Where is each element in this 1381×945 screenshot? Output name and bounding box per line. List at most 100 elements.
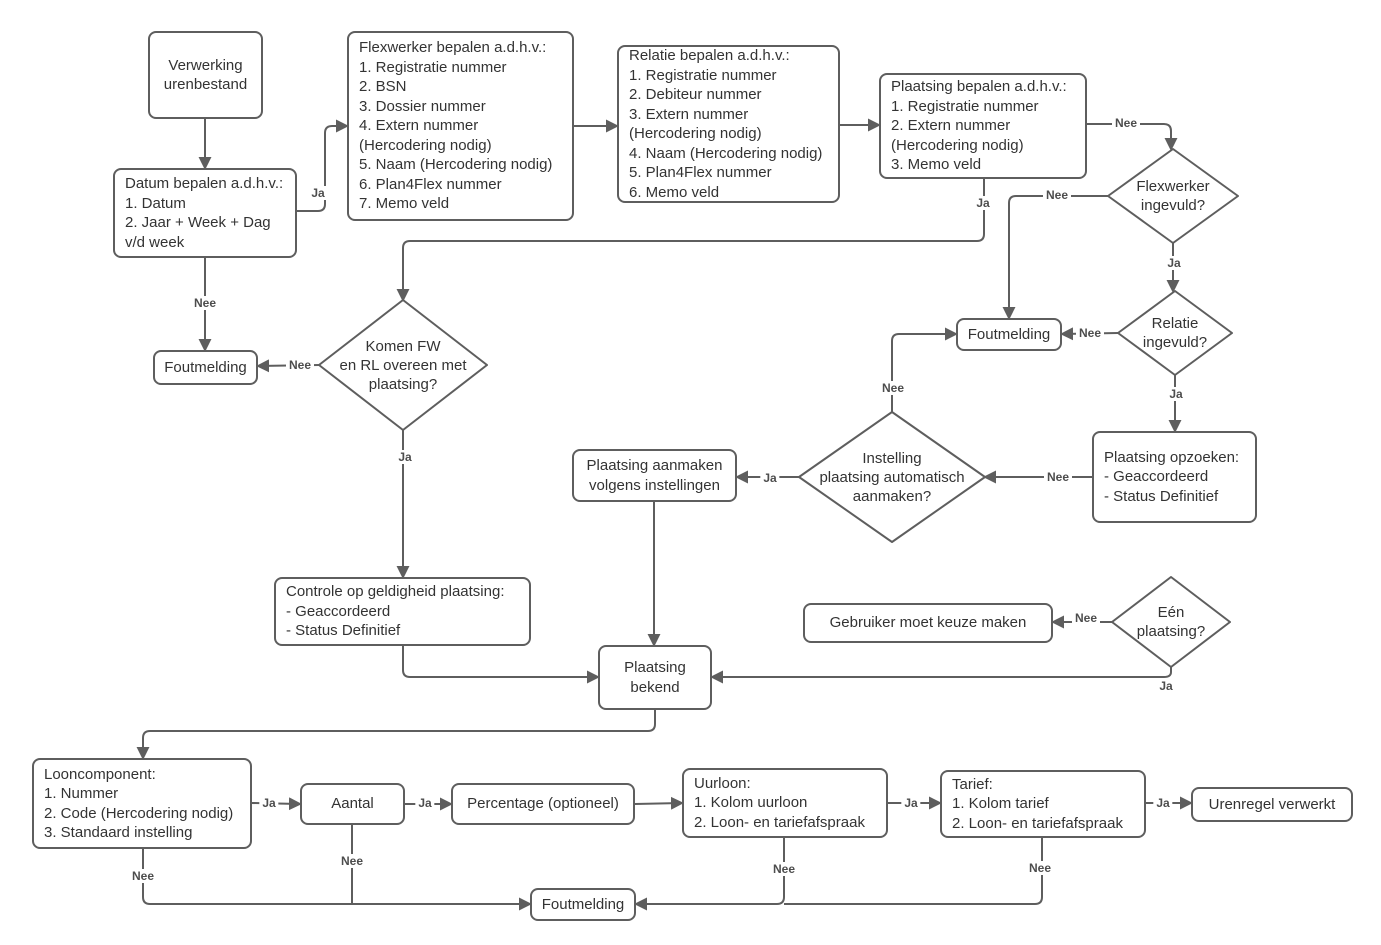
node-text-line: - Geaccordeerd: [1104, 468, 1209, 486]
node-flexwerker-ingevuld-shape: [1107, 148, 1239, 244]
edge-label-nee: Nee: [190, 296, 220, 310]
node-text-line: 2. Debiteur nummer: [629, 86, 762, 103]
edge-bekend-naar-looncomponent: [136, 710, 656, 760]
node-text-line: 5. Plan4Flex nummer: [629, 164, 772, 181]
node-instelling-automatisch-shape: [798, 411, 986, 543]
edge-label-nee: Nee: [1075, 326, 1105, 340]
edge-label-ja: Ja: [901, 796, 921, 810]
edge-controle-naar-bekend: [402, 646, 600, 684]
node-text-line: 1. Datum: [125, 194, 186, 212]
node-text-line: 1. Registratie nummer: [629, 66, 777, 84]
node-een-plaatsing-shape: [1111, 576, 1231, 668]
node-text-line: 1. Registratie nummer: [359, 58, 507, 76]
node-flexwerker-bepalen: Flexwerker bepalen a.d.h.v.:1. Registrat…: [347, 31, 574, 221]
edge-instelling-nee-naar-foutmelding: [891, 327, 958, 412]
node-plaatsing-bepalen: Plaatsing bepalen a.d.h.v.:1. Registrati…: [879, 73, 1087, 179]
node-text-line: 6. Plan4Flex nummer: [359, 175, 502, 193]
node-text-line: Tarief:: [952, 775, 993, 793]
edge-label-ja: Ja: [259, 796, 279, 810]
edge-een-plaatsing-ja: [710, 667, 1172, 684]
edge-label-nee: Nee: [878, 381, 908, 395]
node-text-line: 2. Extern nummer: [891, 117, 1011, 135]
edge-label-nee: Nee: [1025, 861, 1055, 875]
node-text-line: 4. Extern nummer: [359, 117, 479, 135]
node-text-line: Foutmelding: [967, 325, 1051, 343]
node-percentage: Percentage (optioneel): [451, 783, 635, 825]
node-text-line: Verwerking: [168, 56, 243, 74]
edge-label-nee: Nee: [337, 854, 367, 868]
diamond-group: [318, 148, 1239, 668]
node-controle-geldigheid: Controle op geldigheid plaatsing:- Geacc…: [274, 577, 531, 646]
node-text-line: 2. Jaar + Week + Dag: [125, 214, 271, 231]
edge-label-nee: Nee: [1043, 470, 1073, 484]
node-text-line: Foutmelding: [541, 895, 625, 913]
edge-label-nee: Nee: [1042, 188, 1072, 202]
node-text-line: Aantal: [331, 795, 374, 813]
node-text-line: (Hercodering nodig): [359, 136, 492, 154]
node-text-line: - Status Definitief: [286, 622, 401, 640]
edge-label-nee: Nee: [769, 862, 799, 876]
node-foutmelding-links: Foutmelding: [153, 350, 258, 385]
edge-tarief-nee: [784, 838, 1043, 905]
node-text-line: 3. Dossier nummer: [359, 97, 486, 115]
edge-percentage-naar-uurloon: [634, 796, 684, 810]
node-text-line: 6. Memo veld: [629, 183, 720, 201]
edge-label-ja: Ja: [415, 796, 435, 810]
node-text-line: 2. Loon- en tariefafspraak: [694, 813, 865, 831]
node-text-line: 4. Naam (Hercodering nodig): [629, 144, 823, 162]
edge-label-nee: Nee: [128, 869, 158, 883]
node-verwerking-urenbestand: Verwerking urenbestand: [148, 31, 263, 119]
node-text-line: 3. Extern nummer: [629, 105, 749, 123]
edge-label-ja: Ja: [395, 450, 415, 464]
node-text-line: 1. Kolom tarief: [952, 795, 1049, 813]
edge-label-ja: Ja: [1153, 796, 1173, 810]
edge-looncomponent-nee: [142, 849, 532, 911]
node-text-line: Plaatsing aanmaken: [586, 457, 723, 474]
node-relatie-bepalen: Relatie bepalen a.d.h.v.: 1. Registratie …: [617, 45, 840, 203]
node-text-line: 1. Registratie nummer: [891, 97, 1039, 115]
node-text-line: Relatie bepalen a.d.h.v.:: [629, 47, 790, 64]
edge-plaatsing-ja-naar-komen-fw: [396, 179, 985, 302]
node-text-line: Plaatsing: [624, 659, 686, 676]
edge-label-ja: Ja: [1164, 256, 1184, 270]
edge-label-ja: Ja: [308, 186, 328, 200]
node-text-line: Flexwerker bepalen a.d.h.v.:: [359, 39, 547, 57]
node-komen-fw-rl-overeen-shape: [318, 299, 488, 431]
node-text-line: urenbestand: [163, 76, 248, 93]
edge-label-ja: Ja: [760, 471, 780, 485]
node-text-line: - Geaccordeerd: [286, 602, 391, 620]
edge-label-ja: Ja: [1156, 679, 1176, 693]
node-text-line: 7. Memo veld: [359, 195, 450, 213]
node-foutmelding-onder: Foutmelding: [530, 888, 636, 921]
node-text-line: 2. BSN: [359, 78, 407, 96]
node-text-line: v/d week: [125, 233, 185, 251]
node-text-line: 5. Naam (Hercodering nodig): [359, 156, 553, 174]
node-text-line: volgens instellingen: [589, 476, 720, 494]
node-text-line: Percentage (optioneel): [467, 795, 619, 813]
edge-label-ja: Ja: [1166, 387, 1186, 401]
node-foutmelding-rechts: Foutmelding: [956, 318, 1062, 351]
node-text-line: 3. Standaard instelling: [44, 824, 193, 841]
node-urenregel-verwerkt: Urenregel verwerkt: [1191, 787, 1353, 822]
node-text-line: 3. Memo veld: [891, 156, 982, 174]
edge-label-nee: Nee: [1111, 116, 1141, 130]
node-relatie-ingevuld-shape: [1117, 290, 1233, 376]
edge-label-ja: Ja: [973, 196, 993, 210]
node-text-line: 1. Kolom uurloon: [694, 794, 808, 812]
edge-label-nee: Nee: [285, 358, 315, 372]
node-text-line: (Hercodering nodig): [629, 125, 762, 142]
node-gebruiker-keuze: Gebruiker moet keuze maken: [803, 603, 1053, 643]
node-text-line: 2. Loon- en tariefafspraak: [952, 814, 1123, 832]
edge-label-nee: Nee: [1071, 611, 1101, 625]
node-text-line: Foutmelding: [164, 358, 247, 376]
node-text-line: Plaatsing opzoeken:: [1104, 448, 1240, 466]
node-text-line: Uurloon:: [694, 774, 751, 792]
edge-plaatsing-nee-naar-flexwerker-ingevuld: [1087, 123, 1178, 151]
edge-uurloon-nee: [634, 838, 785, 911]
